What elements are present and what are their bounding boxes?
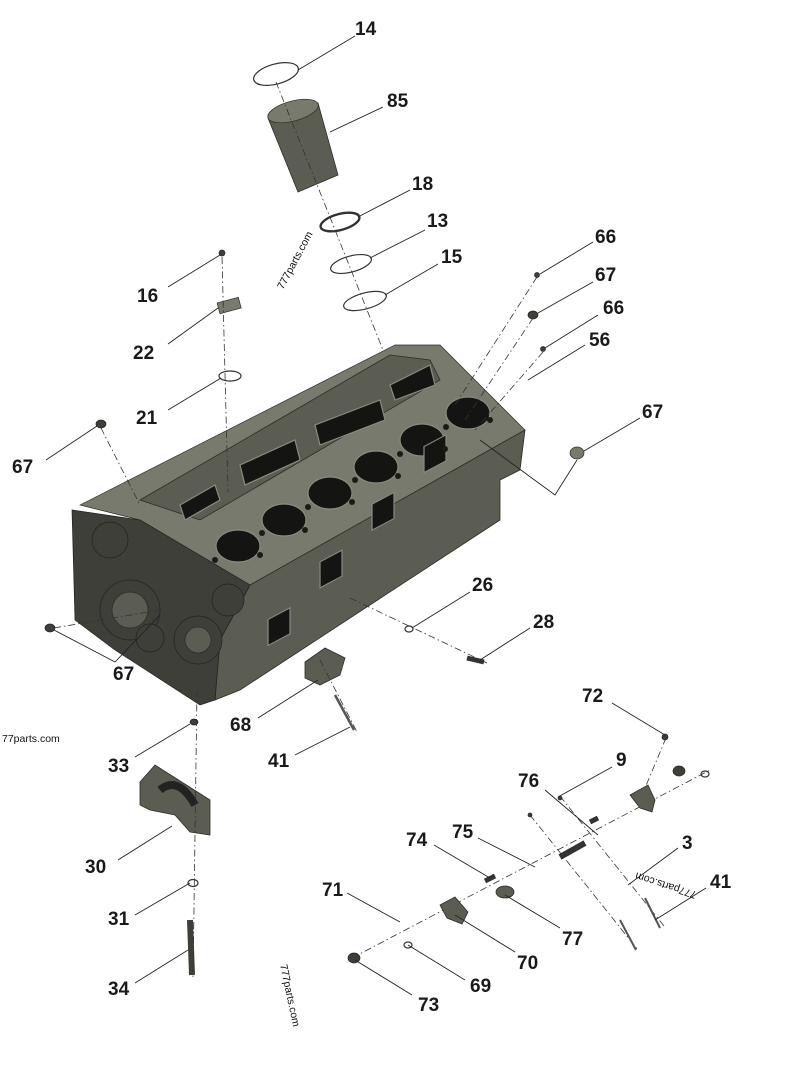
callout-16: 16 <box>137 286 158 307</box>
callouts: 14 85 18 13 15 16 22 21 66 67 66 56 67 6… <box>12 19 732 1016</box>
watermark-right: 777parts.com <box>633 869 697 900</box>
callout-9: 9 <box>616 750 627 771</box>
callout-30: 30 <box>85 857 106 878</box>
engine-block <box>71 344 526 706</box>
callout-3: 3 <box>682 833 693 854</box>
callout-67-left: 67 <box>12 457 33 478</box>
plug-set-left <box>44 419 161 663</box>
callout-31: 31 <box>108 909 130 930</box>
callout-67-front: 67 <box>113 664 134 685</box>
callout-75: 75 <box>452 822 474 843</box>
callout-66-mid: 66 <box>603 298 624 319</box>
callout-73: 73 <box>418 995 439 1016</box>
callout-72: 72 <box>582 686 603 707</box>
callout-26: 26 <box>472 575 493 596</box>
bearing-cap-assembly <box>139 689 211 981</box>
callout-21: 21 <box>136 408 158 429</box>
callout-18: 18 <box>412 174 433 195</box>
cover-plate-assembly <box>216 249 242 493</box>
callout-85: 85 <box>387 91 409 112</box>
plug-set-right <box>454 272 585 496</box>
callout-56: 56 <box>589 330 610 351</box>
bearing-cap <box>139 764 211 836</box>
rocker-assembly <box>347 733 711 964</box>
callout-28: 28 <box>533 612 554 633</box>
middle-fasteners <box>304 597 488 733</box>
leader-lines <box>45 35 707 996</box>
watermark-left: 77parts.com <box>2 733 60 745</box>
callout-70: 70 <box>517 953 538 974</box>
callout-41-mid: 41 <box>268 751 290 772</box>
cylinder-liner <box>267 98 339 193</box>
callout-74: 74 <box>406 830 428 851</box>
cylinder-liner-assembly <box>253 62 387 351</box>
callout-69: 69 <box>470 976 491 997</box>
callout-33: 33 <box>108 756 129 777</box>
callout-67-top: 67 <box>595 265 616 286</box>
watermark-bottom: 777parts.com <box>277 963 302 1028</box>
callout-71: 71 <box>322 880 344 901</box>
watermark-top: 777parts.com <box>275 229 316 291</box>
callout-77: 77 <box>562 929 583 950</box>
callout-34: 34 <box>108 979 130 1000</box>
callout-14: 14 <box>355 19 377 40</box>
callout-41-right: 41 <box>710 872 732 893</box>
callout-15: 15 <box>441 247 463 268</box>
callout-68: 68 <box>230 715 251 736</box>
callout-13: 13 <box>427 211 448 232</box>
callout-76: 76 <box>518 771 539 792</box>
callout-66-top: 66 <box>595 227 616 248</box>
callout-22: 22 <box>133 343 154 364</box>
callout-67-right: 67 <box>642 402 663 423</box>
